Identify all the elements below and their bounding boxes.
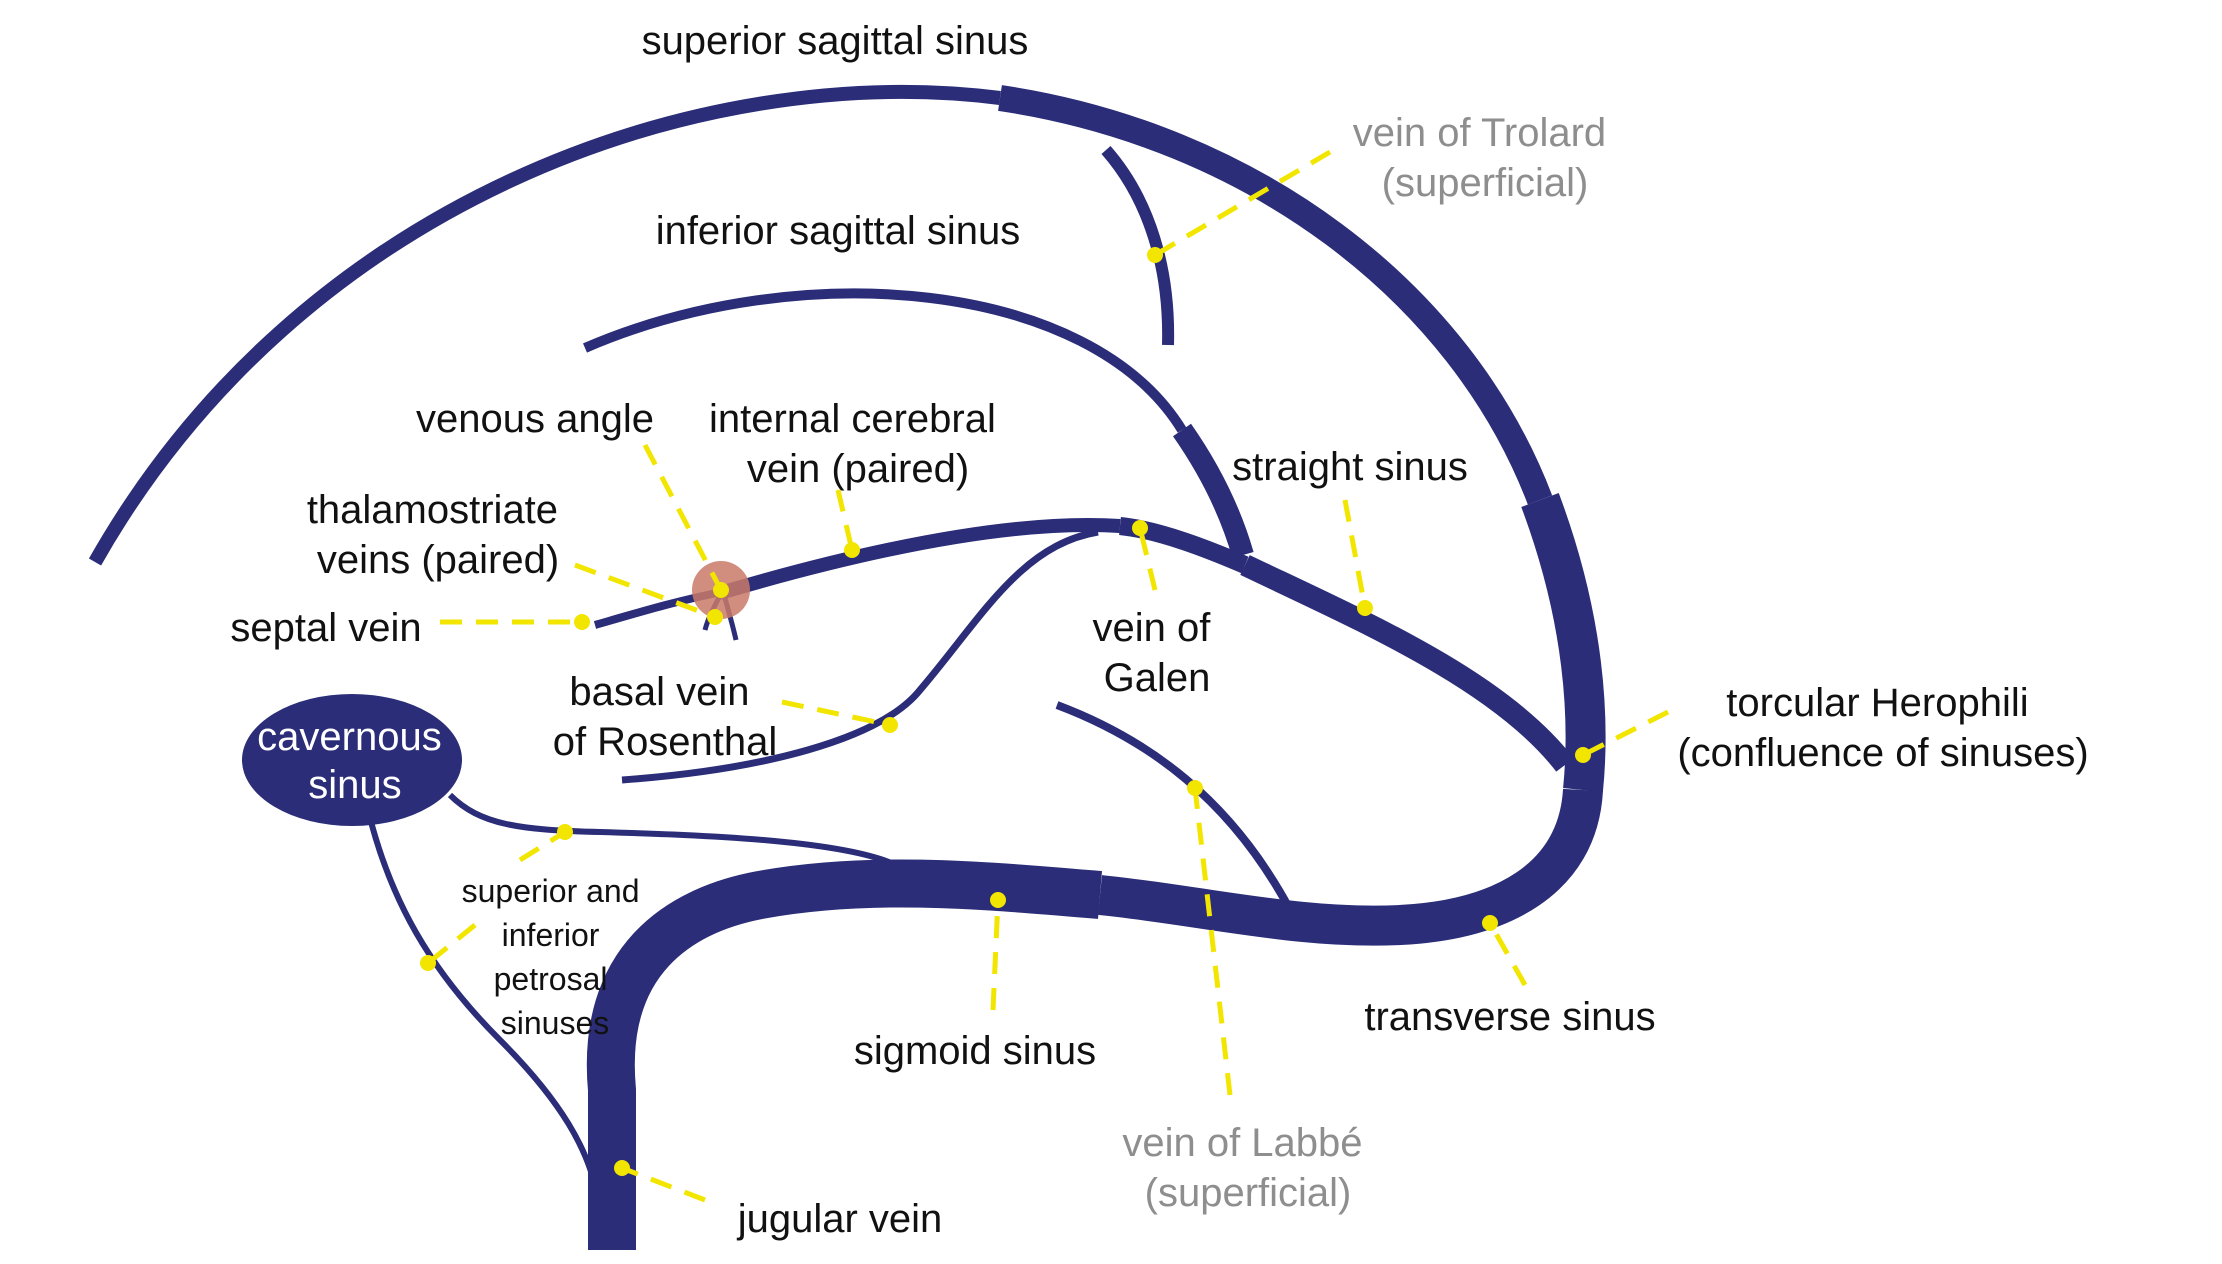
- label-inferior-sagittal-sinus: inferior sagittal sinus: [656, 209, 1021, 253]
- label-septal-vein: septal vein: [230, 606, 421, 650]
- label-superior-sagittal-sinus: superior sagittal sinus: [642, 19, 1029, 63]
- leader-labbe: [1192, 787, 1233, 1096]
- vein-of-trolard-vessel: [1101, 146, 1175, 346]
- leader-basal-vein: [781, 699, 891, 728]
- dot-petrosal-inferior: [420, 955, 436, 971]
- leader-torcular: [1581, 709, 1670, 758]
- dot-straight-sinus: [1357, 600, 1373, 616]
- label-transverse-sinus: transverse sinus: [1364, 995, 1655, 1039]
- superior-sagittal-sinus-vessel: [88, 85, 1001, 566]
- labels: superior sagittal sinus vein of Trolard …: [230, 19, 2088, 1241]
- label-vein-of-labbe: vein of Labbé (superficial): [1122, 1121, 1373, 1215]
- vein-of-labbe-vessel: [1055, 701, 1292, 908]
- label-thalamostriate-veins: thalamostriate veins (paired): [307, 488, 569, 582]
- leader-petrosal-inferior: [426, 923, 477, 965]
- label-straight-sinus: straight sinus: [1232, 445, 1468, 489]
- dot-vein-of-trolard: [1147, 247, 1163, 263]
- sigmoid-sinus-vessel: [586, 859, 1102, 1250]
- leader-vein-of-galen: [1137, 527, 1158, 591]
- leader-transverse: [1487, 921, 1528, 987]
- dot-internal-cerebral-vein: [844, 542, 860, 558]
- transverse-sinus-vessel: [1098, 788, 1603, 946]
- dot-transverse: [1482, 915, 1498, 931]
- dot-torcular: [1575, 747, 1591, 763]
- straight-sinus-vessel: [1240, 555, 1574, 772]
- internal-cerebral-vein-vessel: [718, 517, 1121, 600]
- leader-thalamostriate: [574, 562, 716, 620]
- label-cavernous-sinus: cavernous sinus: [257, 715, 453, 807]
- inferior-petrosal-sinus-vessel: [365, 809, 601, 1201]
- superior-sagittal-sinus-vessel-posterior: [998, 85, 1553, 505]
- leader-internal-cerebral-vein: [835, 489, 855, 551]
- vessels: [88, 85, 1606, 1250]
- basal-vein-of-rosenthal-vessel: [621, 528, 1099, 784]
- label-sigmoid-sinus: sigmoid sinus: [854, 1029, 1096, 1073]
- inferior-sagittal-sinus-vessel-posterior: [1172, 423, 1254, 559]
- dot-labbe: [1187, 780, 1203, 796]
- leader-straight-sinus: [1342, 499, 1368, 609]
- dot-sigmoid: [990, 892, 1006, 908]
- dot-jugular: [614, 1160, 630, 1176]
- inferior-sagittal-sinus-vessel: [583, 288, 1187, 433]
- dot-petrosal-superior: [557, 824, 573, 840]
- superior-petrosal-sinus-vessel: [447, 792, 907, 873]
- dot-septal-vein: [574, 614, 590, 630]
- dot-thalamostriate: [707, 609, 723, 625]
- leader-jugular: [621, 1165, 706, 1203]
- dot-venous-angle: [713, 582, 729, 598]
- label-torcular-herophili: torcular Herophili (confluence of sinuse…: [1677, 681, 2088, 775]
- label-internal-cerebral-vein: internal cerebral vein (paired): [709, 397, 1007, 491]
- label-vein-of-galen: vein of Galen: [1093, 606, 1222, 700]
- leader-venous-angle: [642, 443, 724, 592]
- label-basal-vein-of-rosenthal: basal vein of Rosenthal: [553, 670, 778, 764]
- dot-vein-of-galen: [1132, 520, 1148, 536]
- label-venous-angle: venous angle: [416, 397, 654, 441]
- leader-petrosal-superior: [518, 829, 567, 863]
- cavernous-sinus-vessel: [242, 694, 462, 826]
- leader-lines: [426, 149, 1670, 1203]
- label-petrosal-sinuses: superior and inferior petrosal sinuses: [462, 873, 649, 1041]
- label-vein-of-trolard: vein of Trolard (superficial): [1353, 111, 1618, 205]
- dot-basal-vein: [882, 717, 898, 733]
- leader-sigmoid: [990, 899, 1001, 1011]
- leader-dots: [420, 247, 1591, 1176]
- label-jugular-vein: jugular vein: [737, 1197, 943, 1241]
